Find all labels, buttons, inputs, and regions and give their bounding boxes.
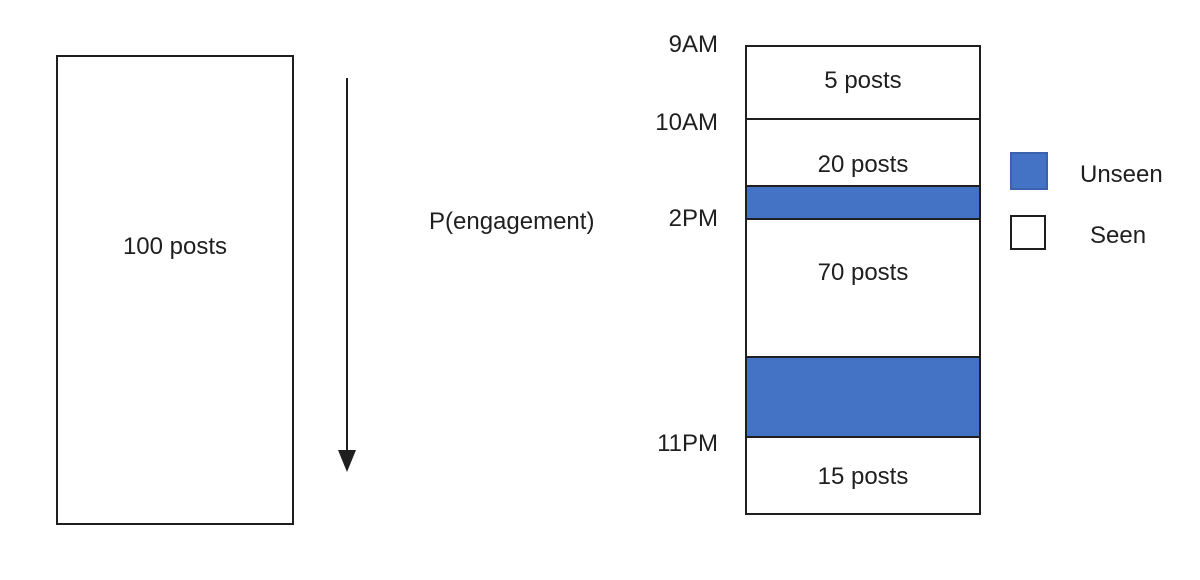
legend-swatch-seen [1010,215,1046,250]
segment-seen-5-posts [747,47,979,120]
down-arrow-icon [338,78,356,472]
segment-label-15-posts: 15 posts [817,463,909,490]
time-label-2pm: 2PM [668,205,718,232]
segment-seen-15-posts [747,438,979,513]
segment-label-20-posts: 20 posts [817,151,909,178]
legend-label-unseen: Unseen [1080,161,1163,188]
segment-seen-70-posts [747,220,979,358]
time-label-11pm: 11PM [657,430,718,457]
legend-label-seen: Seen [1090,222,1147,249]
time-label-10am: 10AM [655,109,718,136]
segment-unseen-band-2 [747,358,979,438]
all-posts-label: 100 posts [122,233,228,260]
segment-label-70-posts: 70 posts [817,259,909,286]
legend-swatch-unseen [1010,152,1048,190]
segment-seen-20-posts [747,120,979,187]
engagement-probability-label: P(engagement) [429,208,595,235]
time-label-9am: 9AM [668,31,718,58]
segment-unseen-band-1 [747,187,979,220]
segment-label-5-posts: 5 posts [824,67,902,94]
feed-timeline-bar: 5 posts 20 posts 70 posts 15 posts [745,45,981,515]
all-posts-box: 100 posts [56,55,294,525]
